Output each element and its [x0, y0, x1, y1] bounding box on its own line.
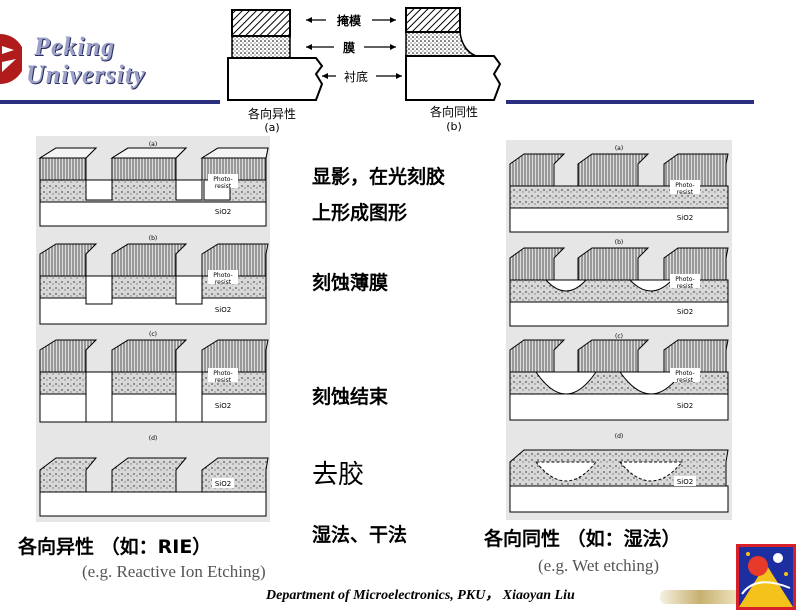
photoresist-label-1: Photo- — [213, 370, 232, 377]
footer-credit: Department of Microelectronics, PKU， Xia… — [266, 588, 575, 603]
header-rule-right — [506, 100, 754, 104]
logo-line-1: Peking — [34, 32, 116, 61]
oxide-label: SiO2 — [215, 306, 231, 314]
panel-tag-c: (c) — [149, 331, 157, 338]
film-label: 膜 — [343, 40, 355, 55]
isotropic-label: 各向同性 （如：湿法） — [484, 528, 681, 550]
film-block-right — [405, 31, 477, 57]
photoresist-label-2: resist — [677, 377, 694, 384]
panel-tag-c: (c) — [615, 333, 623, 340]
substrate-left — [227, 57, 324, 101]
anisotropic-example: (e.g. Reactive Ion Etching) — [82, 562, 266, 581]
isotropic-tag: (b) — [446, 120, 462, 133]
panel-tag-a: (a) — [149, 141, 157, 148]
photoresist-label-1: Photo- — [213, 176, 232, 183]
anisotropic-stage-b: Photo- resist SiO2 — [39, 243, 269, 325]
photoresist-label-2: resist — [677, 283, 694, 290]
oxide-label: SiO2 — [677, 214, 693, 222]
film-block-left — [231, 35, 291, 59]
corner-badge-icon — [736, 544, 796, 610]
isotropic-stages: (a) Photo- resist SiO2 (b) Photo- resist… — [506, 140, 732, 520]
isotropic-caption: 各向同性 — [430, 104, 478, 119]
photoresist-label-2: resist — [215, 377, 232, 384]
oxide-label: SiO2 — [215, 208, 231, 216]
isotropic-stage-d: SiO2 — [509, 449, 729, 513]
seal-icon — [0, 34, 22, 84]
step-develop-line-2: 上形成图形 — [312, 202, 408, 224]
oxide-label: SiO2 — [215, 402, 231, 410]
university-logo: Peking University — [0, 28, 190, 90]
anisotropic-label: 各向异性 （如：RIE） — [18, 536, 212, 558]
photoresist-label-2: resist — [215, 183, 232, 190]
panel-tag-d: (d) — [149, 435, 158, 442]
isotropic-stage-c: Photo- resist SiO2 — [509, 339, 729, 421]
anisotropic-stage-c: Photo- resist SiO2 — [39, 339, 269, 423]
photoresist-label-2: resist — [677, 189, 694, 196]
photoresist-label-1: Photo- — [213, 272, 232, 279]
step-strip-resist: 去胶 — [312, 460, 365, 490]
panel-tag-b: (b) — [615, 239, 624, 246]
etch-profile-diagram: 掩模 膜 衬底 各向异性 (a) 各向同性 (b) — [227, 7, 502, 134]
footer-decoration — [660, 590, 740, 604]
panel-tag-a: (a) — [615, 145, 623, 152]
mask-label: 掩模 — [337, 13, 362, 28]
isotropic-stage-a: Photo- resist SiO2 — [509, 153, 729, 233]
anisotropic-tag: (a) — [264, 121, 279, 134]
oxide-label: SiO2 — [677, 478, 693, 486]
header-rule-left — [0, 100, 220, 104]
photoresist-label-1: Photo- — [675, 182, 694, 189]
oxide-label: SiO2 — [215, 480, 231, 488]
step-methods: 湿法、干法 — [312, 524, 408, 546]
oxide-label: SiO2 — [677, 402, 693, 410]
photoresist-label-1: Photo- — [675, 276, 694, 283]
anisotropic-stage-d: SiO2 — [39, 457, 269, 517]
anisotropic-stages: (a) Photo- resist SiO2 (b) Photo- resist… — [36, 136, 270, 522]
step-etch-done: 刻蚀结束 — [312, 386, 389, 408]
step-develop-line-1: 显影，在光刻胶 — [312, 166, 446, 188]
anisotropic-caption: 各向异性 — [248, 106, 296, 121]
anisotropic-stage-a: Photo- resist SiO2 — [38, 147, 269, 227]
substrate-label: 衬底 — [344, 69, 368, 84]
oxide-label: SiO2 — [677, 308, 693, 316]
mask-block-left — [231, 9, 291, 37]
mask-block-right — [405, 7, 461, 33]
panel-tag-b: (b) — [149, 235, 158, 242]
photoresist-label-1: Photo- — [675, 370, 694, 377]
step-etch-film: 刻蚀薄膜 — [312, 272, 389, 294]
substrate-right — [405, 55, 502, 101]
logo-line-2: University — [26, 60, 146, 89]
isotropic-stage-b: Photo- resist SiO2 — [509, 247, 729, 327]
panel-tag-d: (d) — [615, 433, 624, 440]
photoresist-label-2: resist — [215, 279, 232, 286]
isotropic-example: (e.g. Wet etching) — [538, 556, 660, 575]
